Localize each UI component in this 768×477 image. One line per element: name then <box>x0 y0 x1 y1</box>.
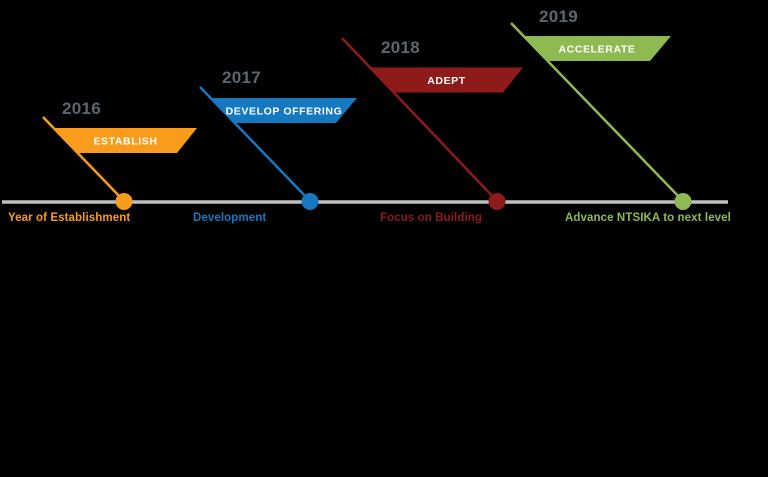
milestone-caption: Development <box>193 212 266 224</box>
year-label: 2016 <box>62 99 101 118</box>
timeline-dot <box>115 193 133 210</box>
timeline-dot <box>674 193 692 210</box>
milestone-2019: 2019 ACCELERATE Advance NTSIKA to next l… <box>510 7 731 224</box>
milestone-banner <box>370 67 523 93</box>
connector-line <box>341 37 498 202</box>
timeline-dot <box>301 193 319 210</box>
banner-label: ESTABLISH <box>93 136 157 148</box>
milestone-banner <box>210 98 357 123</box>
milestone-banner <box>53 128 197 153</box>
milestone-caption: Year of Establishment <box>8 212 130 224</box>
banner-label: DEVELOP OFFERING <box>226 106 343 118</box>
year-label: 2018 <box>381 38 420 57</box>
milestone-2016: 2016 ESTABLISH Year of Establishment <box>8 99 197 224</box>
connector-line <box>199 86 311 202</box>
banner-label: ACCELERATE <box>559 44 636 56</box>
connector-line <box>510 22 684 202</box>
timeline-dot <box>488 193 506 210</box>
milestone-2018: 2018 ADEPT Focus on Building <box>341 37 523 224</box>
milestone-caption: Advance NTSIKA to next level <box>565 212 731 224</box>
milestone-2017: 2017 DEVELOP OFFERING Development <box>193 68 357 224</box>
banner-label: ADEPT <box>427 75 466 87</box>
year-label: 2019 <box>539 7 578 26</box>
year-label: 2017 <box>222 68 261 87</box>
milestone-banner <box>523 36 671 61</box>
milestone-caption: Focus on Building <box>380 212 482 224</box>
